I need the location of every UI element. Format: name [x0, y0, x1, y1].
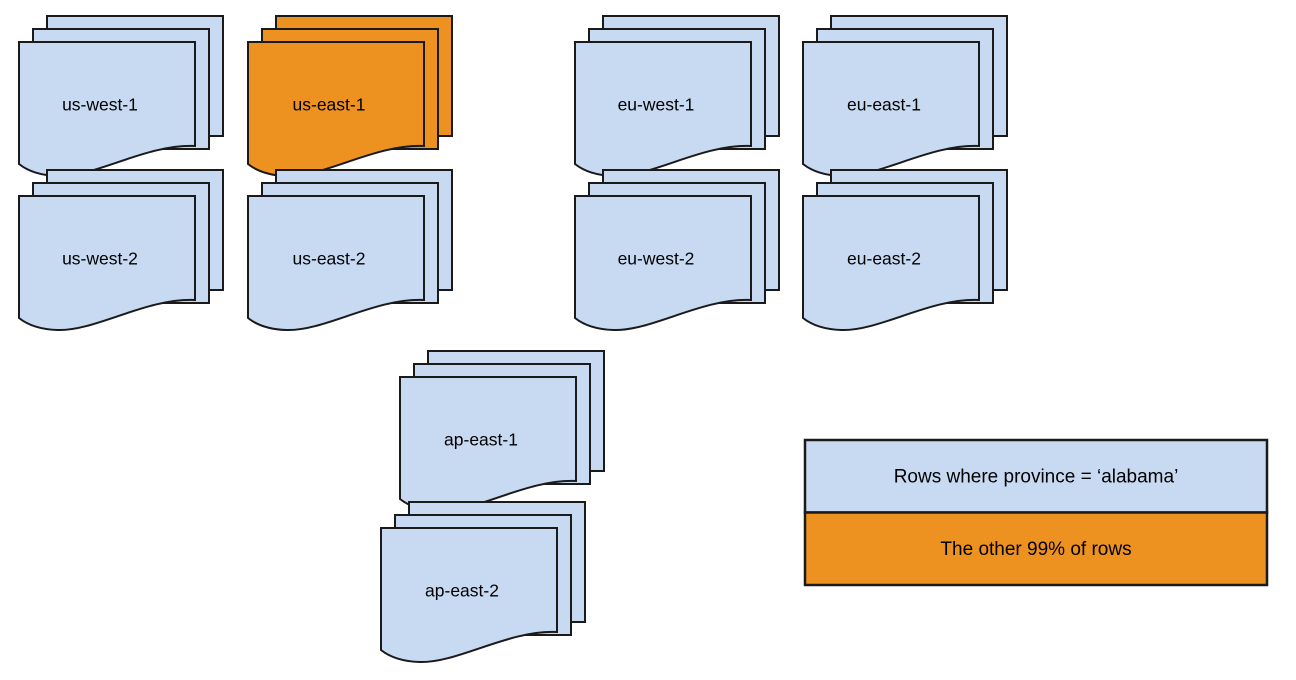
legend-row-other: The other 99% of rows: [803, 511, 1269, 587]
stack-label-eu-west-1: eu-west-1: [618, 95, 695, 115]
document-stack-eu-west-1[interactable]: eu-west-1: [574, 15, 780, 178]
stack-label-ap-east-1: ap-east-1: [444, 430, 518, 450]
document-stack-eu-east-2[interactable]: eu-east-2: [802, 169, 1008, 332]
stack-label-us-east-1: us-east-1: [293, 95, 366, 115]
document-sheet-front: [574, 195, 752, 332]
document-stack-ap-east-2[interactable]: ap-east-2: [380, 501, 586, 664]
document-stack-us-west-2[interactable]: us-west-2: [18, 169, 224, 332]
document-stack-us-east-2[interactable]: us-east-2: [247, 169, 453, 332]
stack-label-us-west-2: us-west-2: [62, 249, 138, 269]
legend-row-matching: Rows where province = ‘alabama’: [803, 438, 1269, 514]
legend-row-matching-label: Rows where province = ‘alabama’: [894, 466, 1179, 487]
document-stack-us-east-1[interactable]: us-east-1: [247, 15, 453, 178]
document-sheet-front: [380, 527, 558, 664]
document-stack-eu-east-1[interactable]: eu-east-1: [802, 15, 1008, 178]
stack-label-eu-west-2: eu-west-2: [618, 249, 695, 269]
stack-label-ap-east-2: ap-east-2: [425, 581, 499, 601]
legend-row-matching-swatch: [803, 438, 1269, 514]
legend-row-other-swatch: [803, 511, 1269, 587]
stack-label-eu-east-2: eu-east-2: [847, 249, 921, 269]
legend-layer: Rows where province = ‘alabama’ The other…: [803, 438, 1269, 587]
document-sheet-front: [247, 195, 425, 332]
document-stack-eu-west-2[interactable]: eu-west-2: [574, 169, 780, 332]
stack-label-eu-east-1: eu-east-1: [847, 95, 921, 115]
document-stack-ap-east-1[interactable]: ap-east-1: [399, 350, 605, 513]
legend-row-other-label: The other 99% of rows: [940, 539, 1131, 560]
document-sheet-front: [18, 195, 196, 332]
document-stack-us-west-1[interactable]: us-west-1: [18, 15, 224, 178]
stack-label-us-west-1: us-west-1: [62, 95, 138, 115]
stacks-layer: us-west-1 us-east-1 eu-west-1 eu-east-1 us-w…: [18, 15, 1008, 664]
stack-label-us-east-2: us-east-2: [293, 249, 366, 269]
document-sheet-front: [802, 195, 980, 332]
